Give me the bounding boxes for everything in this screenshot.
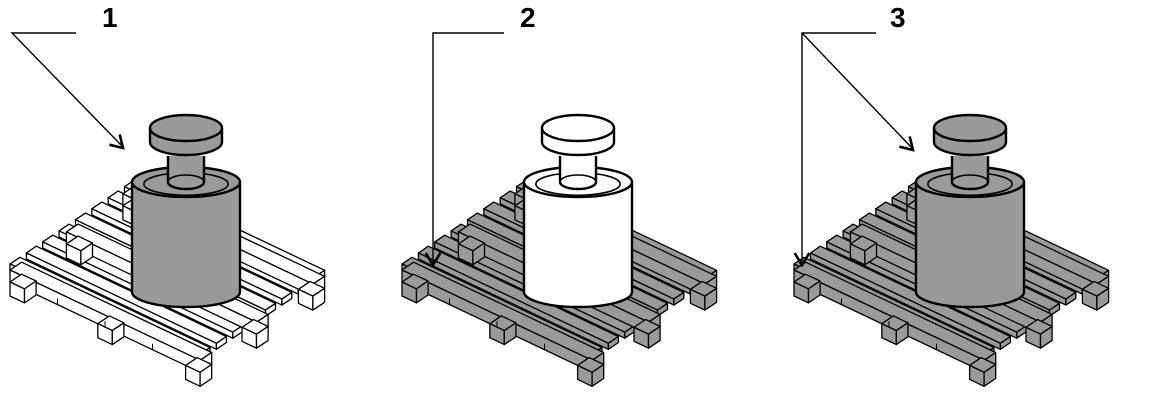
step-3-panel: 3 [784,0,1152,405]
pallet-block [793,273,821,304]
pallet-block [576,356,605,387]
pallet-deck-board [417,245,620,350]
step-2-illustration [401,32,718,387]
callout-leader-line [793,32,915,268]
pallet-block [849,235,878,266]
step-2-number: 2 [520,2,536,33]
calibration-weight [522,113,634,309]
pallet-block [184,356,213,387]
step-1-number: 1 [102,2,118,33]
step-1-panel: 1 [0,0,384,405]
pallet-front-board [57,298,154,350]
calibration-weight [914,113,1026,309]
pallet-block [9,273,37,304]
step-3-illustration [793,32,1110,387]
pallet-deck-board [25,245,228,350]
step-2-panel: 2 [392,0,776,405]
pallet-block [297,280,326,311]
callout-leader-line [424,32,504,268]
pallet-block [1081,280,1110,311]
pallet-block [241,318,269,349]
pallet-block [633,318,661,349]
pallet-block [1025,318,1053,349]
pallet-block [401,273,429,304]
pallet-front-board [449,298,546,350]
pallet-block [968,356,997,387]
pallet-deck-board [809,245,1012,350]
pallet-block [97,315,125,346]
calibration-weight [130,113,242,309]
step-3-number: 3 [890,2,906,33]
step-1-illustration [9,32,326,387]
pallet-block [489,315,517,346]
pallet-block [65,235,94,266]
pallet-block [689,280,718,311]
callout-leader-line [10,32,125,150]
pallet-front-board [841,298,938,350]
pallet-block [881,315,909,346]
pallet-block [457,235,486,266]
